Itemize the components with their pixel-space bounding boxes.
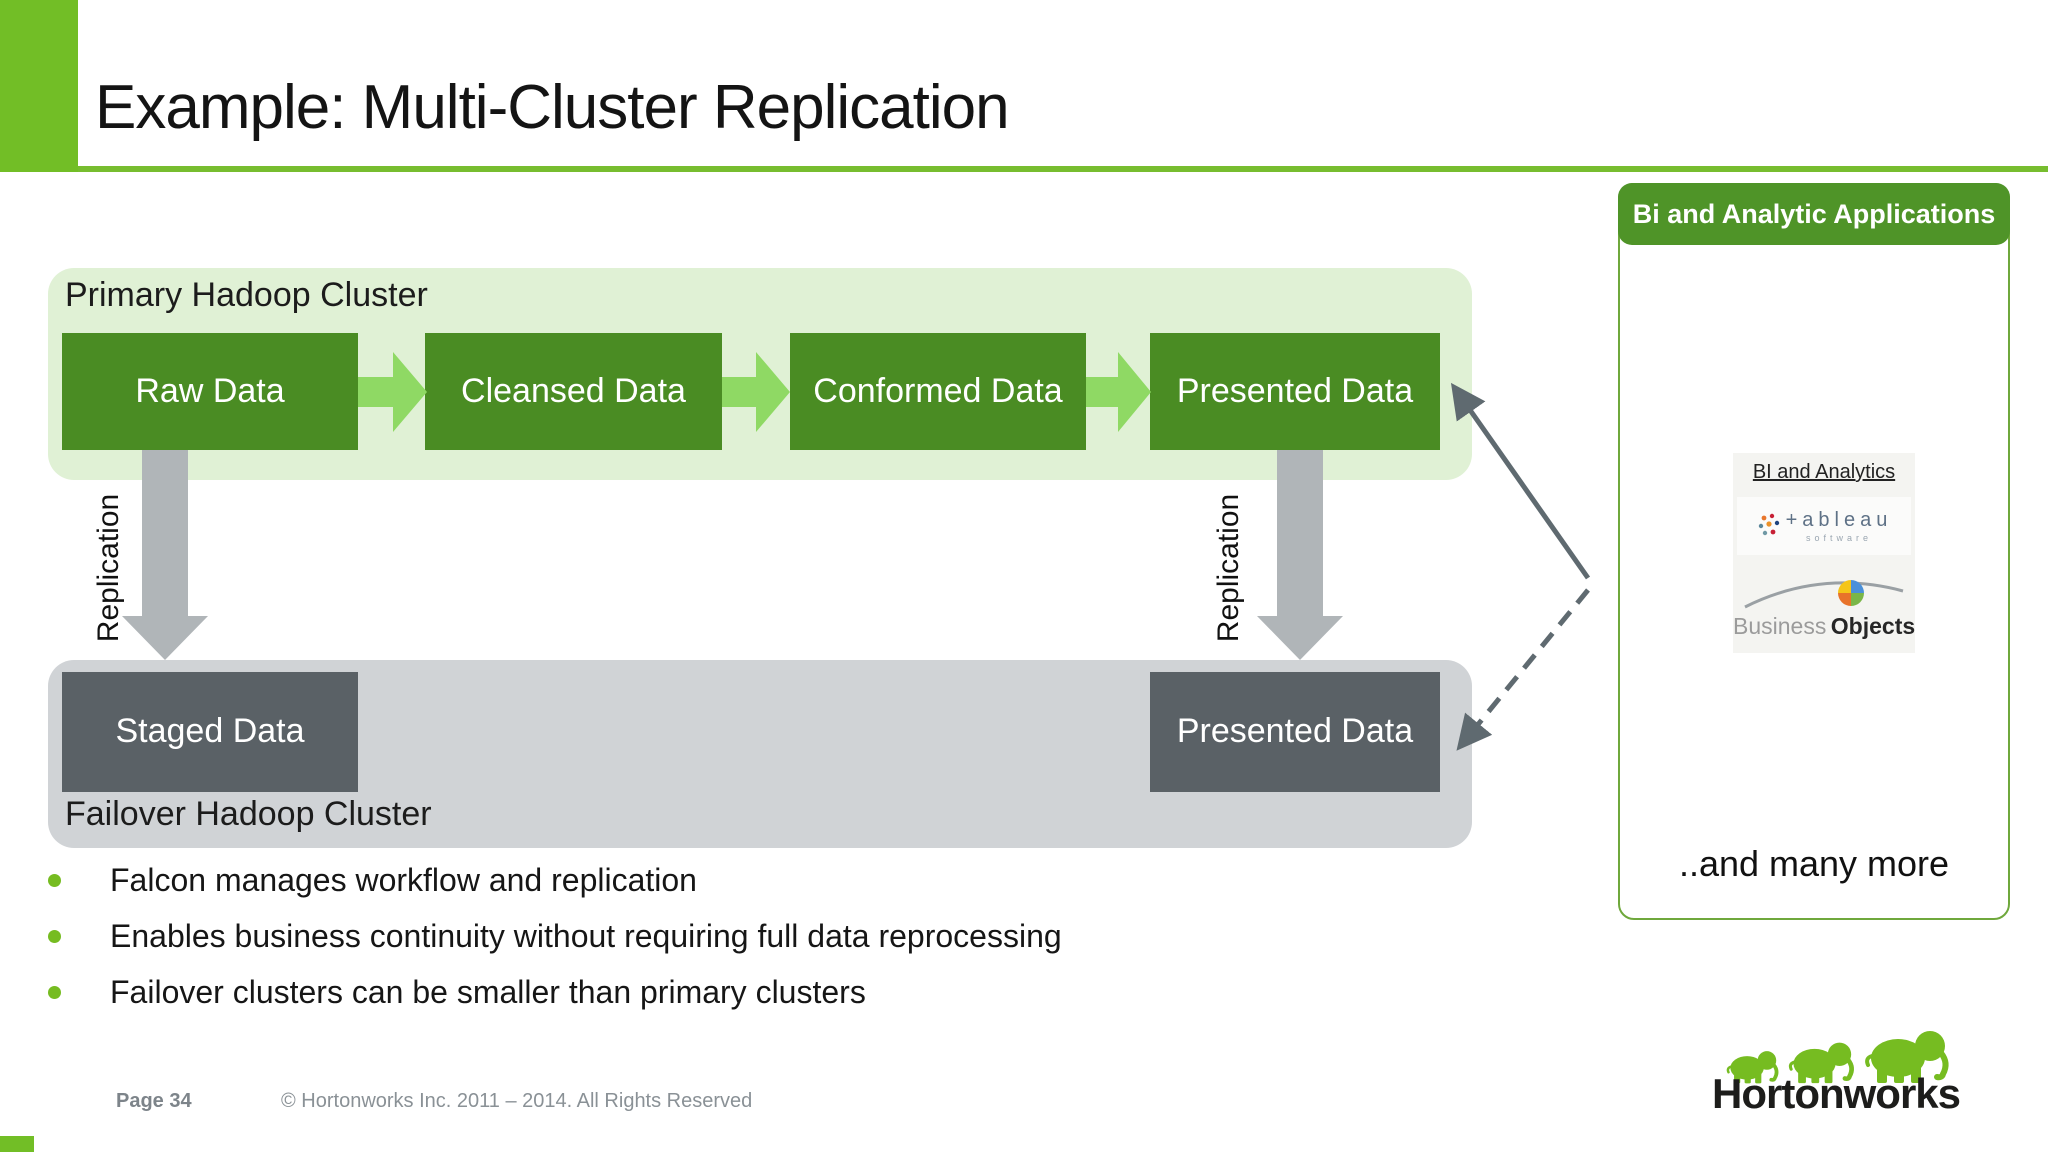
business-objects-word-objects: Objects: [1830, 613, 1916, 639]
connector-solid-arrow: [1450, 382, 1591, 580]
primary-cluster-label: Primary Hadoop Cluster: [65, 276, 428, 314]
business-objects-word-business: Business: [1733, 613, 1827, 639]
bi-more-text: ..and many more: [1678, 843, 1950, 884]
tableau-logo: +ableau software: [1737, 497, 1911, 555]
tableau-wordmark: +ableau: [1785, 508, 1893, 531]
page-number: Page 34: [116, 1090, 192, 1112]
bullet-icon: [48, 985, 61, 999]
bullet-icon: [48, 873, 61, 887]
replication-arrow-icon-left: [122, 450, 208, 660]
bottom-corner-accent: [0, 1136, 34, 1152]
stage-box-conformed-data: Conformed Data: [790, 333, 1086, 450]
replication-label-left: Replication: [92, 493, 125, 643]
title-divider: [78, 166, 2048, 172]
bullet-item: Enables business continuity without requ…: [38, 914, 1538, 958]
failover-cluster-label: Failover Hadoop Cluster: [65, 795, 432, 833]
bullet-item: Falcon manages workflow and replication: [38, 858, 1538, 902]
bullet-icon: [48, 929, 61, 943]
bi-logos-caption: BI and Analytics: [1752, 461, 1896, 483]
stage-box-failover-presented-data: Presented Data: [1150, 672, 1440, 792]
copyright-text: © Hortonworks Inc. 2011 – 2014. All Righ…: [281, 1090, 753, 1112]
tableau-dots-icon: [1758, 513, 1779, 536]
page-title: Example: Multi-Cluster Replication: [95, 72, 1010, 142]
bi-panel-header: Bi and Analytic Applications: [1618, 183, 2010, 245]
bullet-text: Falcon manages workflow and replication: [110, 861, 697, 898]
connector-dashed-arrow: [1456, 588, 1590, 751]
hortonworks-wordmark: Hortonworks: [1712, 1070, 1961, 1117]
stage-box-raw-data: Raw Data: [62, 333, 358, 450]
bullet-text: Enables business continuity without requ…: [110, 917, 1062, 954]
corner-accent-bar: [0, 0, 78, 172]
tableau-subtext: software: [1805, 532, 1872, 543]
stage-box-staged-data: Staged Data: [62, 672, 358, 792]
bullet-text: Failover clusters can be smaller than pr…: [110, 973, 866, 1010]
stage-box-presented-data: Presented Data: [1150, 333, 1440, 450]
replication-arrow-icon-right: [1257, 450, 1343, 660]
business-objects-logo: Business Objects: [1733, 565, 1915, 649]
business-objects-globe-icon: [1744, 580, 1904, 609]
hortonworks-logo: Hortonworks: [1712, 1020, 2042, 1140]
bi-logos-image: BI and Analytics +ableau software: [1733, 453, 1915, 653]
bi-applications-panel: Bi and Analytic Applications BI and Anal…: [1618, 183, 2010, 920]
bullet-item: Failover clusters can be smaller than pr…: [38, 970, 1538, 1014]
business-objects-text: Business Objects: [1733, 613, 1915, 640]
stage-box-cleansed-data: Cleansed Data: [425, 333, 722, 450]
replication-label-right: Replication: [1212, 493, 1245, 643]
